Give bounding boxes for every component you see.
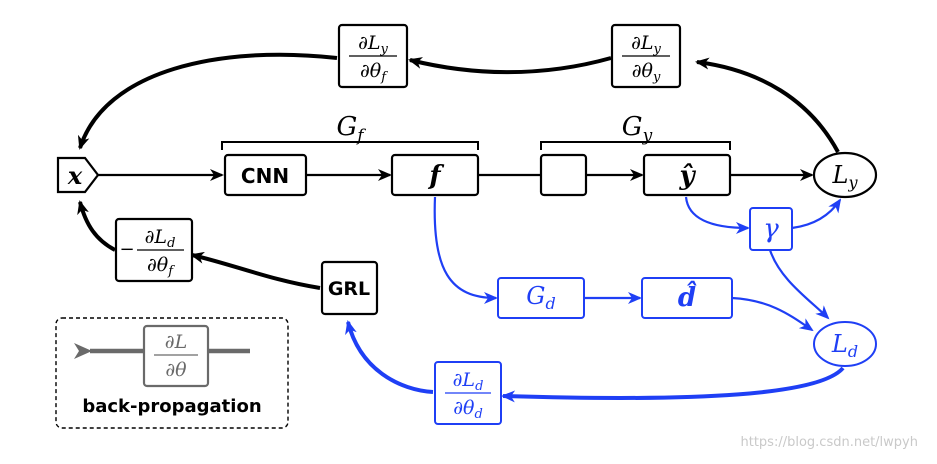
node-x-label: x — [67, 161, 83, 190]
grad-bottom-den: ∂θd — [453, 397, 483, 422]
grad-left: − ∂Ld ∂θf — [114, 217, 194, 283]
legend-num: ∂L — [165, 331, 187, 353]
edge-ly-to-grad-top-right — [695, 57, 840, 153]
edge-yhat-to-gamma — [684, 196, 750, 234]
node-x: x — [56, 156, 100, 194]
node-yhat: ŷ — [642, 153, 732, 197]
node-ld: Ld — [813, 321, 877, 367]
edge-f-to-gd — [433, 196, 498, 304]
node-grl: GRL — [320, 260, 379, 316]
node-f: f — [390, 153, 480, 197]
edge-grad-top-left-to-x — [77, 52, 338, 150]
grad-top-right-den: ∂θy — [632, 60, 661, 85]
grad-top-right: ∂Ly ∂θy — [610, 23, 682, 89]
node-gd: Gd — [497, 277, 585, 319]
edge-grl-to-grad-left — [190, 251, 321, 290]
grad-left-den: ∂θf — [147, 254, 175, 279]
grad-top-left-den: ∂θf — [360, 60, 388, 85]
grad-left-num: ∂Ld — [145, 226, 176, 251]
brace-gy — [540, 141, 731, 150]
grad-top-left: ∂Ly ∂θf — [337, 23, 409, 89]
node-ly-label: Ly — [832, 161, 859, 192]
edge-grad-top-right-to-grad-top-left — [408, 56, 612, 75]
node-gamma-label: γ — [763, 214, 779, 244]
legend: ∂L ∂θ back-propagation — [55, 317, 289, 429]
domain-edges — [433, 196, 842, 332]
node-cnn: CNN — [223, 153, 308, 197]
edge-grad-left-to-x — [77, 200, 116, 252]
node-dhat: d̂ — [641, 277, 733, 319]
brace-gf-label: Gf — [336, 112, 366, 146]
edge-ld-to-grad-bottom — [501, 366, 845, 403]
node-dhat-label: d̂ — [678, 280, 697, 313]
backprop-edges — [77, 52, 840, 290]
node-ly: Ly — [812, 151, 878, 199]
legend-caption: back-propagation — [82, 396, 261, 417]
node-gamma: γ — [749, 207, 793, 251]
brace-gy-label: Gy — [622, 112, 653, 146]
node-f-label: f — [427, 161, 444, 191]
watermark: https://blog.csdn.net/lwpyh — [741, 435, 919, 450]
edge-gamma-to-ly — [791, 198, 842, 230]
node-grl-label: GRL — [328, 278, 370, 300]
node-yhat-label: ŷ — [678, 161, 696, 191]
edge-dhat-to-ld — [731, 296, 814, 332]
grad-top-right-num: ∂Ly — [631, 32, 661, 57]
edge-gamma-to-ld — [768, 249, 830, 320]
node-gd-label: Gd — [526, 282, 555, 313]
node-ld-label: Ld — [831, 330, 858, 361]
grad-bottom: ∂Ld ∂θd — [434, 361, 502, 425]
brace-gf — [221, 141, 479, 150]
node-gy-box — [539, 153, 588, 197]
grad-left-sign: − — [119, 239, 134, 260]
grad-bottom-num: ∂Ld — [453, 369, 484, 394]
node-cnn-label: CNN — [241, 164, 289, 188]
legend-den: ∂θ — [165, 359, 187, 381]
edge-grad-bottom-to-grl — [345, 320, 434, 394]
grad-top-left-num: ∂Ly — [358, 32, 388, 57]
